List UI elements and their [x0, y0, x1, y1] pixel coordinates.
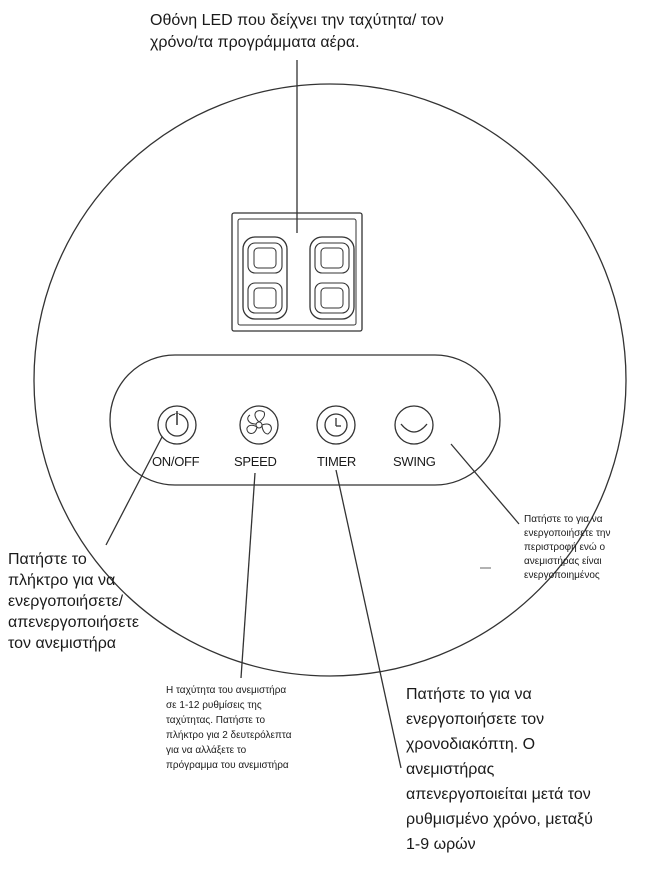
fan-panel-outline	[33, 83, 627, 677]
timer-button-caption: Πατήστε το για να ενεργοποιήσετε τον χρο…	[406, 686, 593, 853]
swing-button-label: SWING	[393, 454, 436, 469]
fan-icon[interactable]	[239, 405, 279, 445]
timer-leader-line	[335, 469, 402, 769]
button-plate	[109, 354, 501, 486]
led-digit-1	[242, 236, 288, 320]
power-button-caption: Πατήστε το πλήκτρο για να ενεργοποιήσετε…	[8, 551, 139, 652]
led-digit-2	[309, 236, 355, 320]
speed-button-label: SPEED	[234, 454, 277, 469]
swing-icon[interactable]	[394, 405, 434, 445]
power-icon[interactable]	[157, 405, 197, 445]
speed-leader-line	[240, 472, 256, 679]
led-display-caption: Οθόνη LED που δείχνει την ταχύτητα/ τον …	[150, 12, 444, 51]
timer-button-label: TIMER	[317, 454, 356, 469]
onoff-button-label: ON/OFF	[152, 454, 200, 469]
swing-leader-line	[450, 443, 520, 525]
speed-button-caption: Η ταχύτητα του ανεμιστήρα σε 1-12 ρυθμίσ…	[166, 685, 292, 771]
power-leader-line	[105, 436, 163, 546]
clock-icon[interactable]	[316, 405, 356, 445]
swing-button-caption: Πατήστε το για να ενεργοποιήσετε την περ…	[524, 514, 611, 581]
